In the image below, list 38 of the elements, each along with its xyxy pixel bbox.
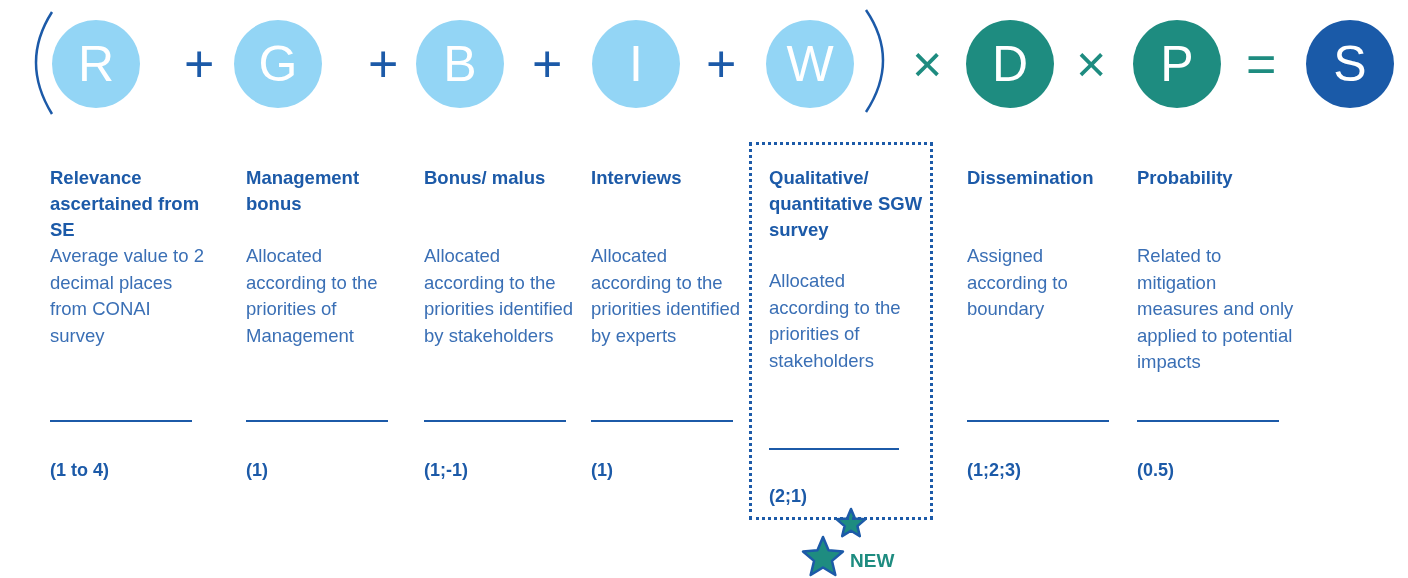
letter-circle: B xyxy=(416,20,504,108)
operator-symbol: + xyxy=(184,38,215,90)
letter-circle: G xyxy=(234,20,322,108)
description-text: Allocated according to the priorities identified by experts xyxy=(591,244,742,348)
column-heading: Interviews xyxy=(591,166,683,190)
column-heading: Probability xyxy=(1137,166,1234,190)
value-range: (1 to 4) xyxy=(50,459,110,482)
description-text: Average value to 2 decimal places from CONAI survey xyxy=(50,244,205,348)
value-range: (1;2;3) xyxy=(967,459,1022,482)
letter-circle: W xyxy=(766,20,854,108)
column-heading: Bonus/ malus xyxy=(424,166,547,190)
dotted-highlight-box xyxy=(749,142,933,520)
operator-symbol: × xyxy=(912,38,943,90)
description-text: Allocated according to the priorities of stakeholders xyxy=(769,269,902,373)
letter-circle: S xyxy=(1306,20,1394,108)
operator-symbol: + xyxy=(368,38,399,90)
operator-symbol: × xyxy=(1076,38,1107,90)
operator-symbol: = xyxy=(1246,38,1277,90)
description-text: Assigned according to boundary xyxy=(967,244,1069,321)
value-range: (1) xyxy=(591,459,614,482)
column-heading: Qualitative/ quantitative SGW survey xyxy=(769,166,924,242)
value-range: (1;-1) xyxy=(424,459,469,482)
new-tag: NEW xyxy=(850,549,895,573)
description-text: Allocated according to the priorities identified by stakeholders xyxy=(424,244,575,348)
column-heading: Relevance ascertained from SE xyxy=(50,166,201,242)
operator-symbol: + xyxy=(706,38,737,90)
description-text: Allocated according to the priorities of Management xyxy=(246,244,379,348)
letter-circle: I xyxy=(592,20,680,108)
letter-circle: P xyxy=(1133,20,1221,108)
letter-circle: D xyxy=(966,20,1054,108)
value-range: (2;1) xyxy=(769,485,808,508)
value-range: (0.5) xyxy=(1137,459,1175,482)
column-heading: Dissemination xyxy=(967,166,1095,190)
value-range: (1) xyxy=(246,459,269,482)
letter-circle: R xyxy=(52,20,140,108)
column-heading: Management bonus xyxy=(246,166,361,216)
operator-symbol: + xyxy=(532,38,563,90)
description-text: Related to mitigation measures and only applied to potential impacts xyxy=(1137,244,1295,374)
